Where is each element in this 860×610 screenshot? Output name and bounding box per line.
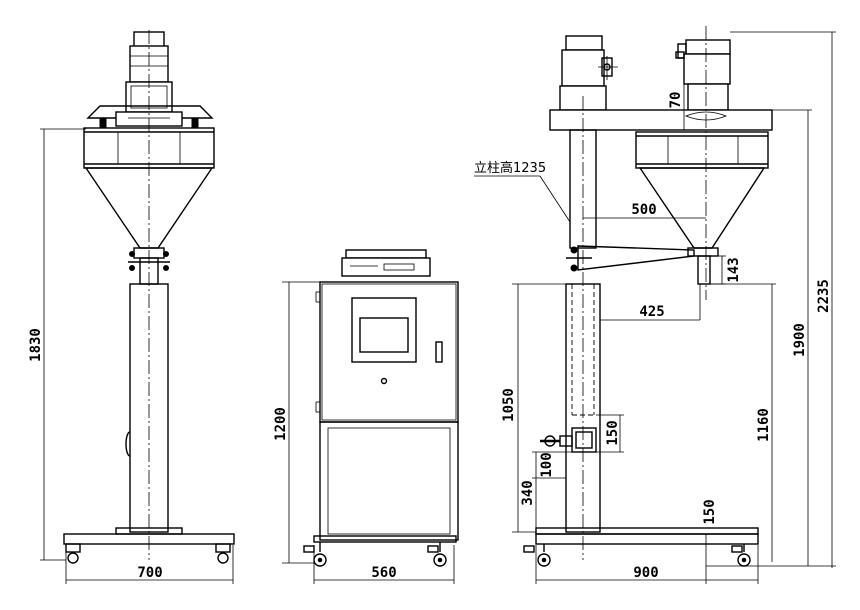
dim-pillar-to-outlet: 425	[639, 304, 664, 320]
dim-column-height: 1050	[501, 388, 517, 422]
dim-cabinet-height: 1200	[273, 407, 289, 441]
side-view-filler	[523, 26, 773, 567]
left-dimensions	[40, 128, 234, 584]
side-dimensions	[474, 31, 836, 584]
dim-outlet-length: 143	[726, 257, 742, 282]
dim-right-base-width: 900	[633, 565, 658, 581]
front-view-filler	[63, 30, 235, 564]
dim-cabinet-width: 560	[371, 565, 396, 581]
control-cabinet-view	[303, 249, 459, 567]
dim-motor-offset: 70	[668, 92, 684, 109]
dim-handle-height: 340	[520, 480, 536, 505]
dim-wheel-height: 150	[702, 499, 718, 524]
dim-left-height: 1830	[28, 328, 44, 362]
dim-outlet-height: 1160	[756, 408, 772, 442]
dim-arm-reach: 500	[631, 202, 656, 218]
cabinet-dimensions	[282, 281, 455, 584]
dim-clamp-height: 150	[605, 420, 621, 445]
dim-hopper-top-height: 1900	[792, 323, 808, 357]
dim-handle-spacing: 100	[539, 452, 555, 477]
note-pillar-height: 立柱高1235	[474, 160, 546, 176]
dim-left-base-width: 700	[137, 565, 162, 581]
dim-total-height: 2235	[816, 279, 832, 313]
